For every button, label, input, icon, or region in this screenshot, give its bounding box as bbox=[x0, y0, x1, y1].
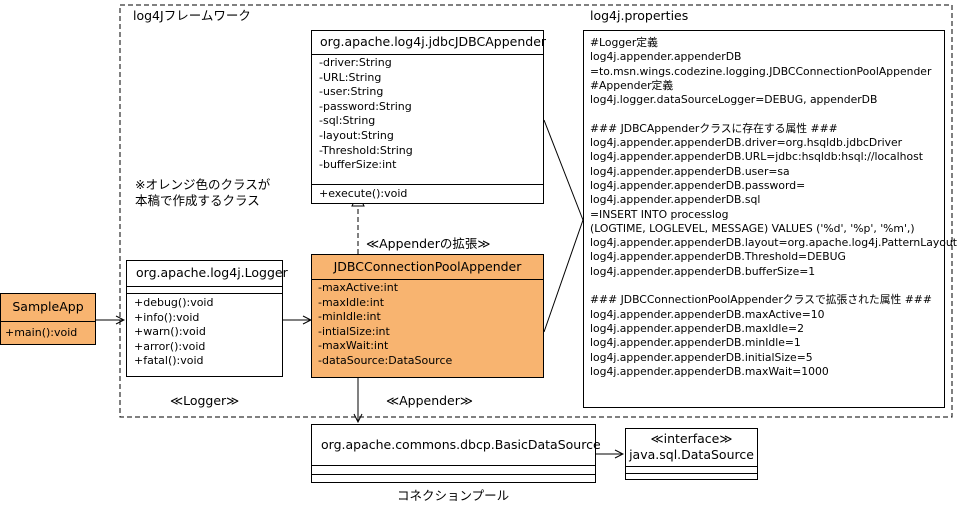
basic-datasource-class: org.apache.commons.dbcp.BasicDataSource bbox=[311, 424, 601, 483]
logger-divider-1 bbox=[127, 286, 282, 287]
attribute: -Threshold:String bbox=[319, 143, 413, 157]
properties-label: log4j.properties bbox=[590, 8, 689, 23]
logger-stereotype: ≪Logger≫ bbox=[170, 393, 240, 408]
appender-extension-label: ≪Appenderの拡張≫ bbox=[366, 236, 491, 251]
property-line: (LOGTIME, LOGLEVEL, MESSAGE) VALUES ('%d… bbox=[590, 221, 915, 235]
property-line-blank bbox=[590, 107, 957, 121]
appender-stereotype: ≪Appender≫ bbox=[386, 393, 473, 408]
property-line: log4j.appender.appenderDB.initialSize=5 bbox=[590, 350, 813, 364]
pool-appender-name: JDBCConnectionPoolAppender bbox=[333, 259, 522, 274]
logger-methods: +debug():void +info():void +warn():void … bbox=[134, 296, 213, 369]
datasource-name: java.sql.DataSource bbox=[629, 447, 754, 462]
property-line: =to.msn.wings.codezine.logging.JDBCConne… bbox=[590, 64, 932, 78]
property-line: #Appender定義 bbox=[590, 78, 674, 92]
method: +arror():void bbox=[134, 339, 206, 353]
connection-pool-label: コネクションプール bbox=[397, 488, 510, 503]
pool-appender-attributes: -maxActive:int -maxIdle:int -minIdle:int… bbox=[318, 281, 452, 369]
pool-appender-class: JDBCConnectionPoolAppender -maxActive:in… bbox=[311, 254, 544, 378]
attribute: -intialSize:int bbox=[318, 324, 390, 338]
attribute: -maxActive:int bbox=[318, 281, 399, 294]
note-line-2: 本稿で作成するクラス bbox=[135, 193, 260, 208]
property-line: log4j.appender.appenderDB.maxIdle=2 bbox=[590, 321, 804, 335]
property-line: log4j.appender.appenderDB.maxWait=1000 bbox=[590, 364, 829, 378]
attribute: -maxIdle:int bbox=[318, 295, 385, 309]
property-line: ### JDBCAppenderクラスに存在する属性 ### bbox=[590, 121, 838, 135]
property-line: log4j.appender.appenderDB.URL=jdbc:hsqld… bbox=[590, 150, 923, 164]
jdbc-appender-name: org.apache.log4j.jdbcJDBCAppender bbox=[320, 34, 547, 49]
attribute: -user:String bbox=[319, 85, 384, 99]
sampleapp-class: SampleApp +main():void bbox=[0, 293, 96, 345]
sampleapp-name: SampleApp bbox=[12, 299, 84, 314]
attribute: -driver:String bbox=[319, 56, 392, 69]
datasource-divider-1 bbox=[626, 466, 757, 467]
property-line: log4j.appender.appenderDB bbox=[590, 50, 742, 64]
property-line: log4j.appender.appenderDB.driver=org.hsq… bbox=[590, 136, 903, 150]
jdbc-appender-attributes: -driver:String -URL:String -user:String … bbox=[319, 56, 413, 173]
framework-boundary bbox=[119, 4, 953, 418]
properties-link-jdbcappender bbox=[543, 119, 584, 221]
property-line: ### JDBCConnectionPoolAppenderクラスで拡張された属… bbox=[590, 293, 932, 307]
basic-datasource-divider-1 bbox=[312, 465, 595, 466]
attribute: -maxWait:int bbox=[318, 339, 389, 353]
jdbc-appender-divider-1 bbox=[312, 54, 543, 55]
jdbc-appender-divider-2 bbox=[312, 184, 543, 185]
note-line-1: ※オレンジ色のクラスが bbox=[135, 177, 271, 192]
method: +debug():void bbox=[134, 296, 214, 309]
datasource-interface: ≪interface≫ java.sql.DataSource bbox=[625, 428, 758, 480]
datasource-divider-2 bbox=[626, 473, 757, 474]
property-line: log4j.appender.appenderDB.sql bbox=[590, 193, 761, 207]
property-line: =INSERT INTO processlog bbox=[590, 207, 729, 221]
properties-box: #Logger定義 log4j.appender.appenderDB =to.… bbox=[583, 30, 957, 408]
property-line: log4j.appender.appenderDB.maxActive=10 bbox=[590, 307, 825, 321]
attribute: -password:String bbox=[319, 99, 412, 113]
method: +fatal():void bbox=[134, 354, 204, 368]
property-line: log4j.appender.appenderDB.user=sa bbox=[590, 164, 790, 178]
property-line: log4j.appender.appenderDB.minIdle=1 bbox=[590, 336, 801, 350]
property-line: log4j.appender.appenderDB.password= bbox=[590, 178, 806, 192]
attribute: -layout:String bbox=[319, 128, 394, 142]
method: +info():void bbox=[134, 310, 200, 324]
properties-lines: #Logger定義 log4j.appender.appenderDB =to.… bbox=[590, 36, 957, 379]
property-line: log4j.appender.appenderDB.Threshold=DEBU… bbox=[590, 250, 846, 264]
property-line: log4j.appender.appenderDB.layout=org.apa… bbox=[590, 236, 957, 250]
attribute: -dataSource:DataSource bbox=[318, 353, 453, 367]
sampleapp-divider bbox=[1, 321, 95, 322]
attribute: -minIdle:int bbox=[318, 310, 381, 324]
datasource-stereotype: ≪interface≫ bbox=[650, 431, 733, 446]
attribute: -bufferSize:int bbox=[319, 158, 397, 172]
property-line: #Logger定義 bbox=[590, 36, 658, 49]
property-line-blank bbox=[590, 279, 957, 293]
property-line: log4j.appender.appenderDB.bufferSize=1 bbox=[590, 264, 816, 278]
method: +warn():void bbox=[134, 325, 206, 339]
properties-link-poolappender bbox=[543, 219, 584, 333]
jdbc-appender-method: +execute():void bbox=[319, 187, 408, 200]
basic-datasource-name: org.apache.commons.dbcp.BasicDataSource bbox=[321, 437, 601, 452]
logger-divider-2 bbox=[127, 293, 282, 294]
pool-appender-divider bbox=[312, 279, 543, 280]
attribute: -URL:String bbox=[319, 70, 382, 84]
framework-label: log4Jフレームワーク bbox=[133, 8, 251, 23]
attribute: -sql:String bbox=[319, 114, 376, 128]
sampleapp-method: +main():void bbox=[5, 326, 78, 339]
logger-name: org.apache.log4j.Logger bbox=[136, 265, 288, 280]
property-line: log4j.logger.dataSourceLogger=DEBUG, app… bbox=[590, 93, 878, 107]
jdbc-appender-class: org.apache.log4j.jdbcJDBCAppender -drive… bbox=[311, 30, 547, 204]
logger-class: org.apache.log4j.Logger +debug():void +i… bbox=[126, 260, 288, 377]
basic-datasource-divider-2 bbox=[312, 474, 595, 475]
